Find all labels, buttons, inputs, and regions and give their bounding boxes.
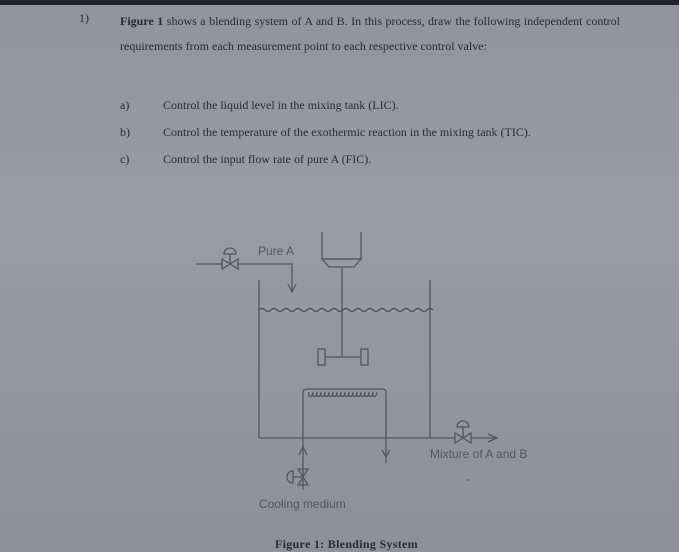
requirement-text: Control the temperature of the exothermi… [163,125,531,139]
figure-caption: Figure 1: Blending System [275,537,418,551]
inlet-control-valve-icon [196,247,297,294]
requirement-label: c) [120,152,130,166]
mixture-label: Mixture of A and B [430,447,527,461]
requirement-label: a) [120,98,130,112]
requirement-text: Control the liquid level in the mixing t… [163,98,399,112]
figure-reference: Figure 1 [120,14,164,28]
requirement-label: b) [120,125,130,139]
mixing-tank [258,280,434,439]
cooling-medium-label: Cooling medium [259,497,346,511]
question-number: 1) [79,11,89,25]
cooling-coil-icon [298,388,391,463]
dash-mark: - [466,472,470,486]
question-intro: Figure 1 shows a blending system of A an… [120,9,620,58]
requirement-text: Control the input flow rate of pure A (F… [163,152,372,166]
impeller-icon [317,348,369,366]
coolant-control-valve-icon [286,463,310,490]
outlet-control-valve-icon [430,420,499,445]
agitator-motor-icon [320,232,363,357]
pure-a-label: Pure A [258,244,294,258]
intro-text: shows a blending system of A and B. In t… [120,14,620,53]
liquid-level-icon [258,307,434,313]
top-border [0,0,679,5]
